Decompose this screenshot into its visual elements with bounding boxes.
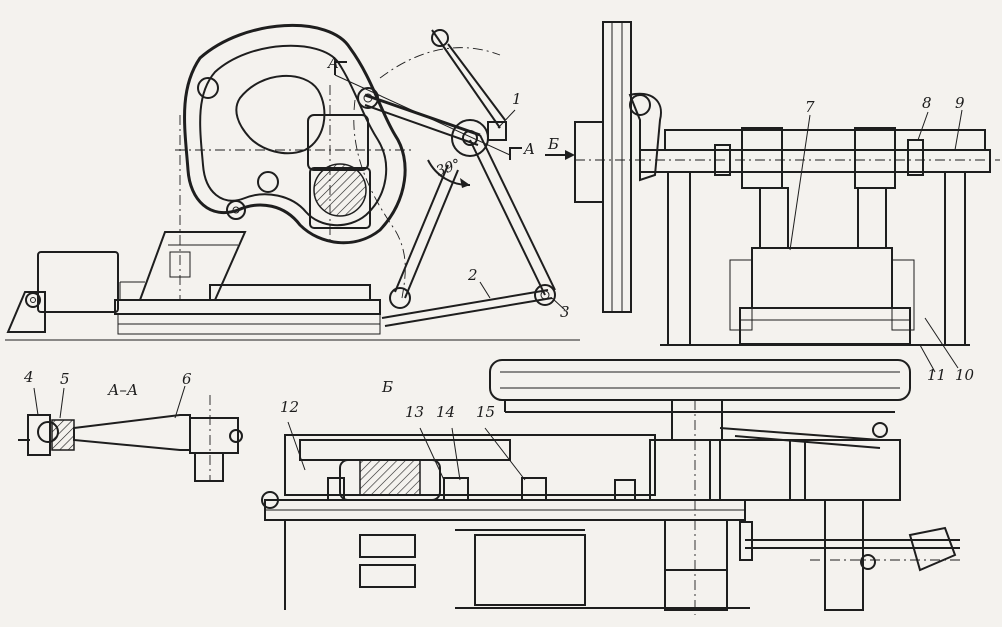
callout-3: 3 [560,303,570,321]
callout-9: 9 [955,94,965,112]
flywheel-plan [489,359,911,401]
pusher-rod [381,289,549,319]
callout-7: 7 [805,98,815,116]
callout-13: 13 [405,403,425,421]
main-shaft [639,149,991,173]
callout-1: 1 [512,90,522,108]
callout-10: 10 [955,366,975,384]
conveyor [114,281,381,335]
section-mark-a-upper: A [328,54,339,72]
cam-housing [175,23,415,245]
left-support [6,291,46,333]
section-mark-a-right: A [524,140,535,158]
view-b-title: Б [382,378,394,396]
lever-arm [357,29,507,157]
section-mark-b-arrow: Б [548,135,560,153]
callout-2: 2 [468,266,478,284]
callout-14: 14 [436,403,456,421]
die-block [751,247,893,309]
leader-lines [33,109,963,419]
callout-11: 11 [927,366,947,384]
hopper [138,231,247,301]
callout-6: 6 [182,370,192,388]
front-view [545,21,1000,346]
callout-12: 12 [280,398,300,416]
ingot-block [37,251,119,313]
section-a-a [18,395,243,482]
callout-4: 4 [24,368,34,386]
section-aa-title: А–А [108,381,139,399]
callout-5: 5 [60,370,70,388]
view-b [261,359,960,615]
callout-15: 15 [476,403,496,421]
swing-link [389,134,556,309]
side-view [5,23,580,341]
callout-8: 8 [922,94,932,112]
flywheel [602,21,632,313]
